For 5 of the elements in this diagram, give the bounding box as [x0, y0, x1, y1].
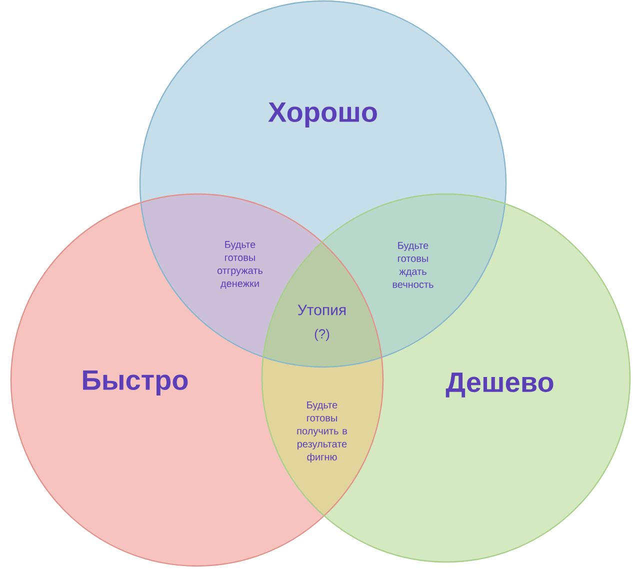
region-label: Будьте готовы отгружать денежки: [217, 241, 263, 289]
region-label: Будьте готовы получить в результате фигню: [297, 402, 347, 462]
region-label: (?): [314, 328, 330, 342]
region-label: Утопия: [298, 304, 346, 316]
region-label: Будьте готовы ждать вечность: [392, 242, 434, 288]
